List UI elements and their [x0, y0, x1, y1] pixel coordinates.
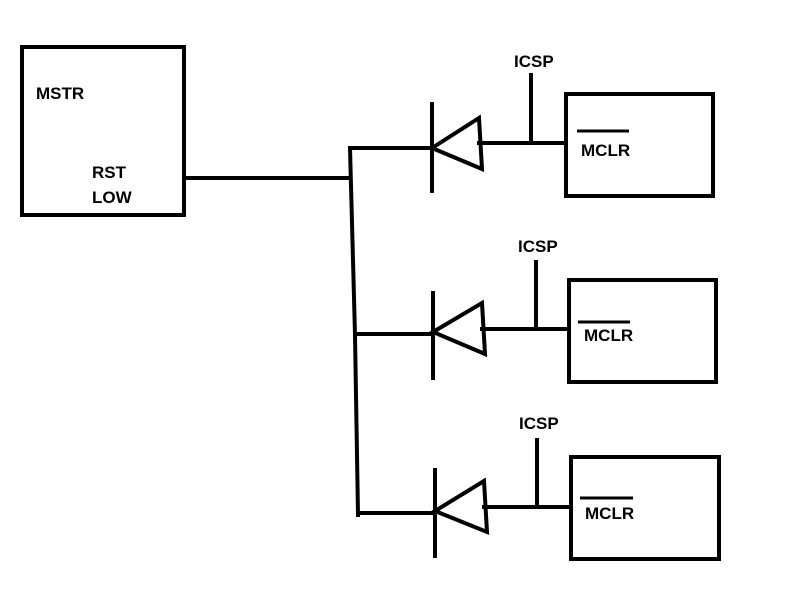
- diode-triangle-2: [428, 299, 488, 358]
- master-block: [20, 45, 186, 217]
- master-pin-label-line2: LOW: [92, 188, 133, 207]
- icsp-label-1: ICSP: [514, 52, 554, 71]
- master-pin-label-line1: RST: [92, 163, 127, 182]
- diode-triangle-3: [430, 477, 490, 536]
- mclr-label-2: MCLR: [584, 326, 633, 345]
- mclr-label-3: MCLR: [585, 504, 634, 523]
- diode-triangle-1: [427, 114, 485, 173]
- mclr-label-1: MCLR: [581, 141, 630, 160]
- icsp-label-2: ICSP: [518, 237, 558, 256]
- target-block-1: [564, 92, 715, 198]
- target-block-3: [569, 455, 721, 561]
- target-branch-2: ICSP MCLR: [353, 237, 718, 384]
- icsp-label-3: ICSP: [519, 414, 559, 433]
- master-label: MSTR: [36, 84, 84, 103]
- target-block-2: [567, 278, 718, 384]
- reset-bus-wire: [347, 145, 361, 518]
- target-branch-3: ICSP MCLR: [356, 414, 721, 561]
- target-branch-1: ICSP MCLR: [348, 52, 715, 198]
